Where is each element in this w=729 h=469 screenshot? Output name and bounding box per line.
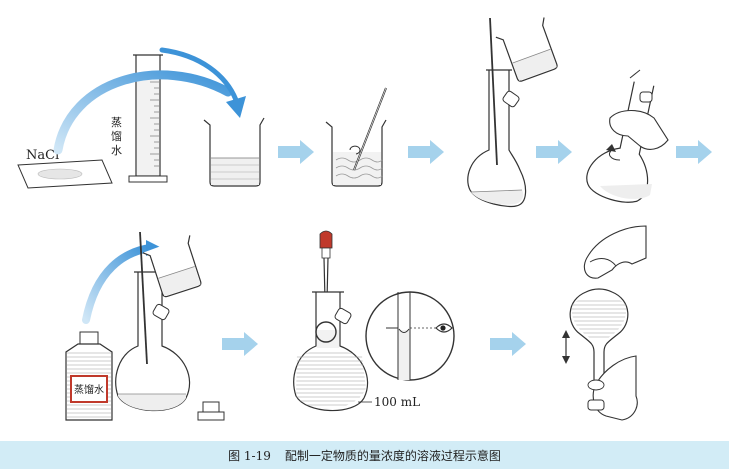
nacl-label: NaCl — [26, 148, 59, 163]
step-weigh: NaCl 蒸馏水 — [17, 47, 265, 189]
volumetric-flask-3 — [115, 272, 191, 412]
figure-caption-text: 配制一定物质的量浓度的溶液过程示意图 — [284, 448, 501, 463]
flow-arrow-3 — [536, 140, 572, 164]
flow-arrow-1 — [278, 140, 314, 164]
step-add-water: 蒸馏水 — [65, 231, 225, 421]
eye-icon — [435, 323, 453, 333]
reagent-bottle: 蒸馏水 — [65, 331, 113, 421]
stir-arrow-icon — [349, 145, 361, 155]
distilled-water-bottle-label: 蒸馏水 — [74, 383, 104, 396]
dropper — [319, 230, 333, 301]
hand-icon — [583, 225, 647, 279]
beaker-1 — [203, 117, 265, 187]
flow-arrow-4 — [676, 140, 712, 164]
double-arrow-icon — [562, 330, 570, 364]
stopper-icon — [334, 307, 352, 325]
flow-arrow-5 — [222, 332, 258, 356]
glass-rod-1 — [489, 17, 498, 166]
figure-caption: 图 1-19 配制一定物质的量浓度的溶液过程示意图 — [228, 447, 501, 464]
pouring-beaker-1 — [495, 17, 558, 82]
curved-arrow-nacl — [53, 70, 233, 155]
stopper-icon — [152, 303, 170, 321]
flow-arrow-6 — [490, 332, 526, 356]
nacl-pile — [37, 168, 83, 180]
stopper-icon — [587, 399, 605, 411]
glass-rod-2 — [139, 231, 148, 365]
magnify-circle — [315, 321, 337, 343]
distilled-water-vertical-label: 蒸馏水 — [111, 116, 122, 157]
step-fill-to-mark: 100 mL — [293, 230, 420, 412]
step-swirl — [586, 69, 669, 203]
stopper-icon — [197, 401, 225, 421]
pouring-beaker-2 — [142, 235, 202, 298]
hand-icon — [609, 109, 669, 150]
step-transfer — [467, 17, 558, 208]
flow-arrow-2 — [408, 140, 444, 164]
meniscus-view — [365, 291, 455, 381]
volume-label: 100 mL — [374, 395, 420, 409]
curved-arrow-water — [159, 47, 239, 103]
figure-number: 图 1-19 — [228, 448, 271, 463]
caption-bar: 图 1-19 配制一定物质的量浓度的溶液过程示意图 — [0, 441, 729, 469]
volumetric-flask-1 — [467, 70, 527, 208]
step-dissolve — [325, 87, 387, 187]
graduated-cylinder: 蒸馏水 — [111, 54, 168, 183]
stopper-icon — [502, 90, 520, 108]
stopper-icon — [639, 91, 653, 103]
step-shake — [562, 225, 647, 421]
